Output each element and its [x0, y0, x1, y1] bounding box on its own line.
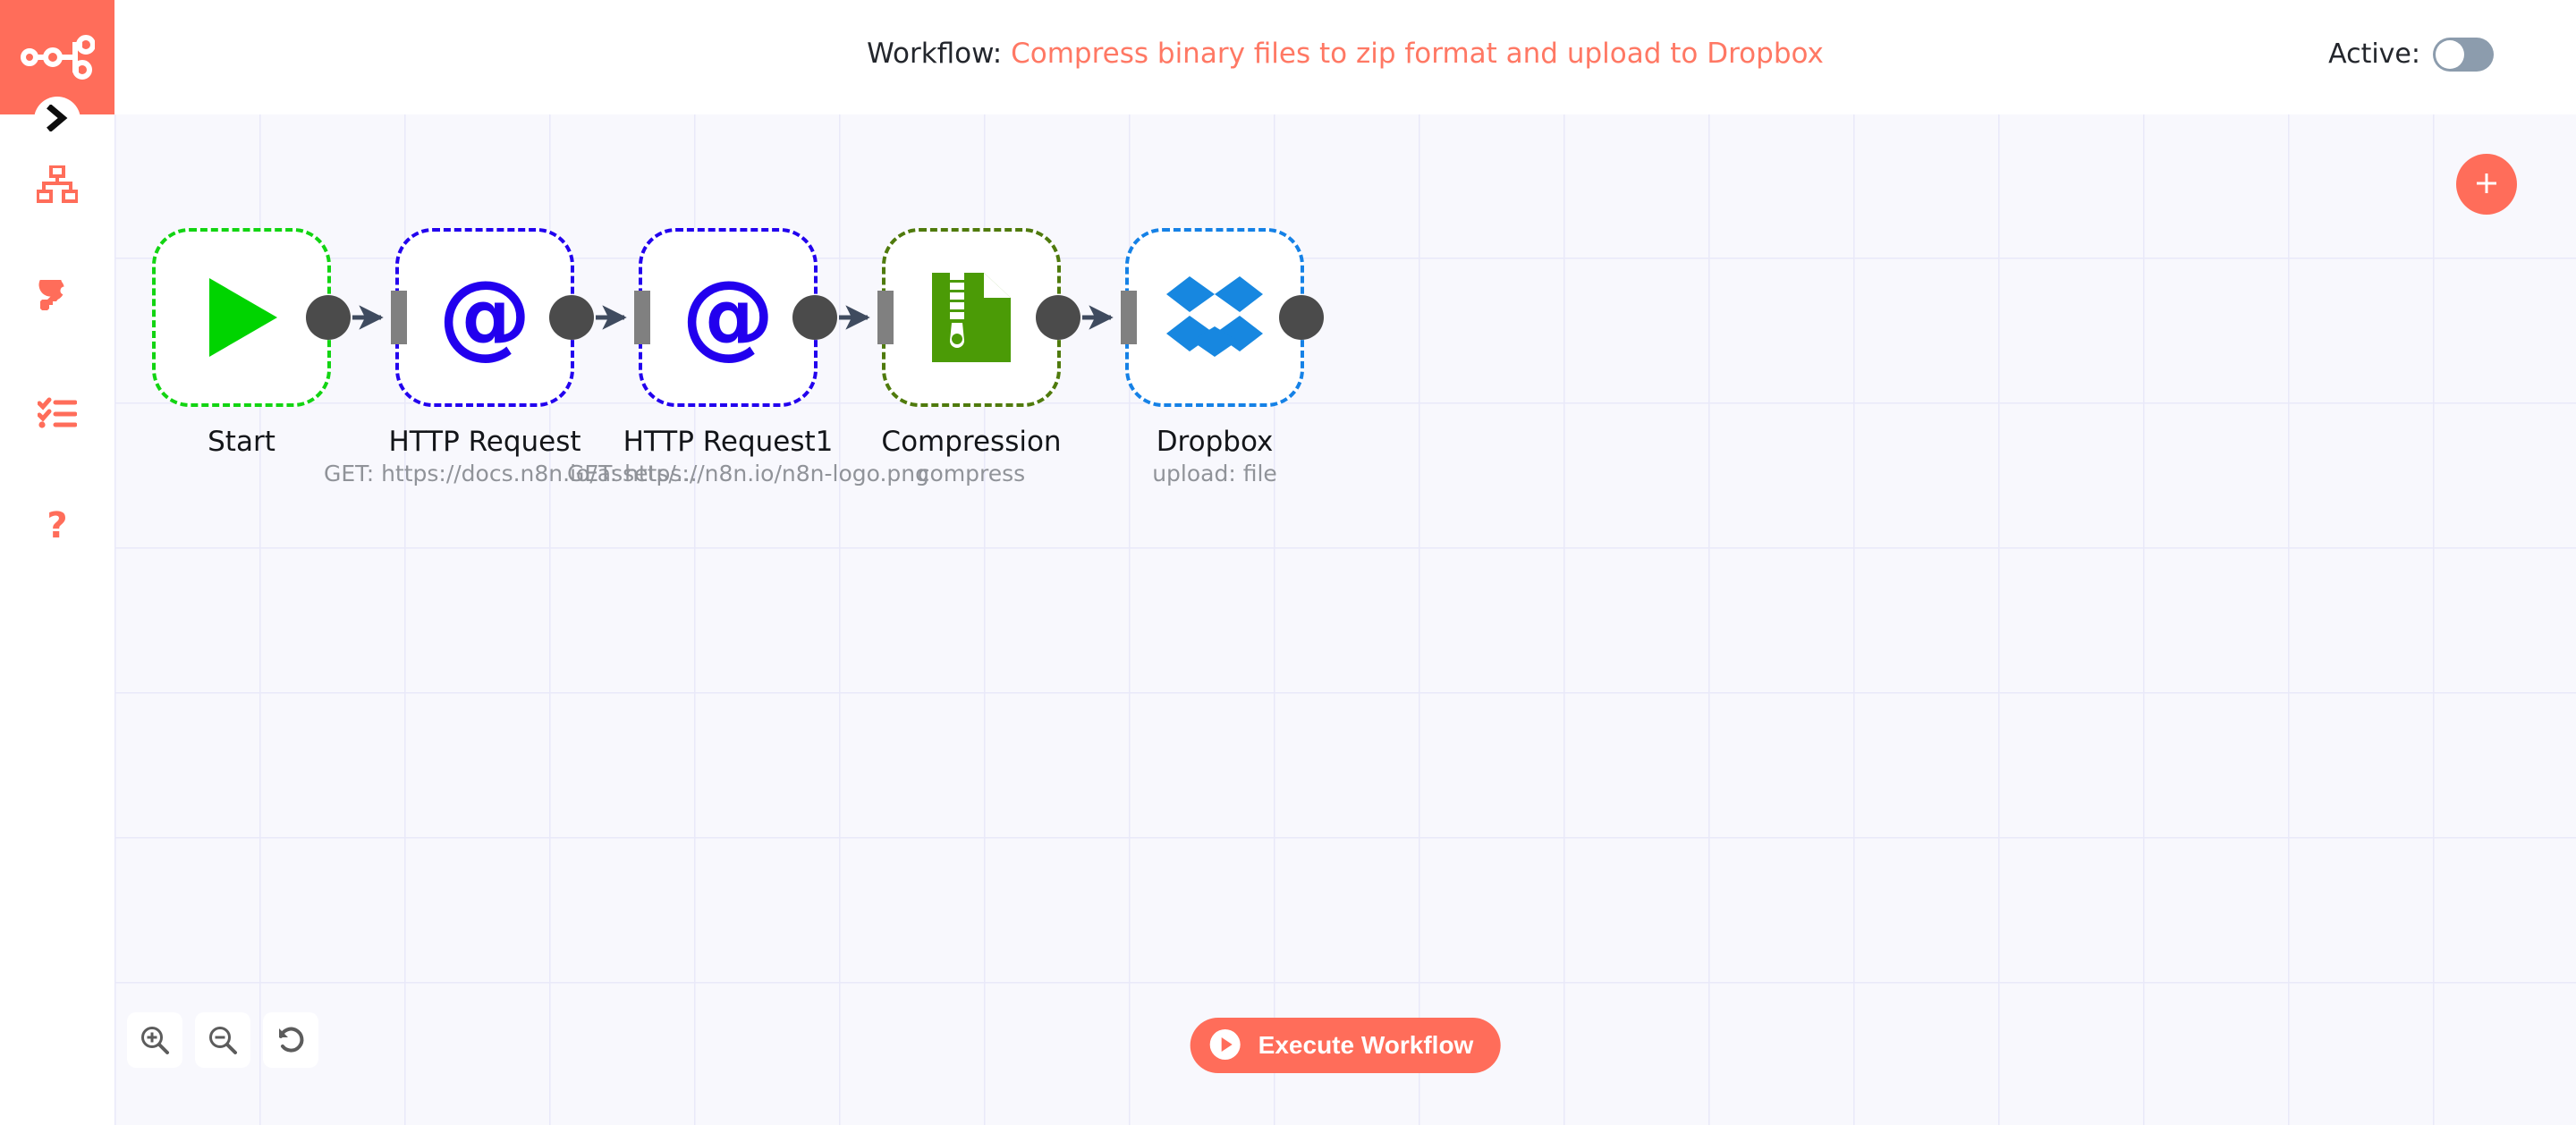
undo-reset-icon [275, 1025, 306, 1055]
node-output-endpoint[interactable] [549, 295, 594, 340]
active-toggle-switch[interactable] [2433, 38, 2494, 72]
node-input-endpoint[interactable] [1121, 291, 1137, 344]
execute-workflow-button[interactable]: Execute Workflow [1190, 1018, 1501, 1073]
tasks-checklist-icon [38, 397, 77, 429]
node-title-http-request: HTTP Request [388, 426, 581, 458]
zoom-out-button[interactable] [195, 1012, 250, 1068]
workflow-name[interactable]: Compress binary files to zip format and … [1011, 38, 1824, 70]
active-label: Active: [2328, 38, 2420, 70]
question-mark-icon: ? [43, 507, 72, 548]
sidebar-item-workflows[interactable] [0, 150, 114, 218]
workflow-node-dropbox[interactable]: Dropbox upload: file [1121, 228, 1324, 489]
key-icon [38, 280, 76, 317]
sidebar: ? [0, 0, 114, 1125]
n8n-logo-icon [20, 32, 95, 82]
node-input-endpoint[interactable] [877, 291, 894, 344]
workflow-label: Workflow: [867, 38, 1003, 70]
add-node-button[interactable] [2456, 154, 2517, 215]
at-sign-icon: @ [682, 268, 775, 367]
node-box-http-request1[interactable]: @ [634, 228, 837, 407]
zoom-in-icon [140, 1025, 170, 1055]
canvas-zoom-controls [127, 1012, 318, 1068]
active-toggle-group: Active: [2328, 36, 2494, 73]
node-subtitle-http-request1: GET: https://n8n.io/n8n-logo.png [567, 461, 929, 486]
node-output-endpoint[interactable] [1036, 295, 1080, 340]
node-box-http-request[interactable]: @ [391, 228, 594, 407]
execute-workflow-label: Execute Workflow [1258, 1031, 1474, 1059]
node-subtitle-dropbox: upload: file [1152, 461, 1277, 486]
sidebar-item-executions[interactable] [0, 379, 114, 447]
play-triangle-icon [209, 278, 277, 357]
play-circle-icon [1208, 1028, 1242, 1064]
node-subtitle-compression: compress [917, 461, 1026, 486]
node-input-endpoint[interactable] [634, 291, 650, 344]
workflow-node-compression[interactable]: Compression compress [877, 228, 1080, 489]
node-output-endpoint[interactable] [306, 295, 351, 340]
svg-text:?: ? [47, 507, 67, 546]
node-title-http-request1: HTTP Request1 [623, 426, 834, 458]
zip-file-icon [932, 273, 1011, 362]
reset-zoom-button[interactable] [263, 1012, 318, 1068]
sidebar-item-help[interactable]: ? [0, 494, 114, 562]
sidebar-expand-button[interactable] [34, 97, 80, 143]
node-box-dropbox[interactable] [1121, 228, 1324, 407]
dropbox-logo-icon [1166, 276, 1263, 357]
workflow-header: Workflow: Compress binary files to zip f… [114, 0, 2576, 114]
node-subtitle-http-request: GET: https://docs.n8n.io/assets/... [324, 461, 698, 486]
zoom-out-icon [208, 1025, 238, 1055]
sitemap-icon [37, 165, 78, 203]
n8n-logo-button[interactable] [0, 0, 114, 114]
sidebar-item-credentials[interactable] [0, 265, 114, 333]
node-title-dropbox: Dropbox [1156, 426, 1274, 458]
chevron-right-icon [46, 104, 69, 135]
node-title-start: Start [208, 426, 275, 458]
toggle-knob [2436, 40, 2464, 69]
svg-text:@: @ [438, 268, 531, 367]
node-input-endpoint[interactable] [391, 291, 407, 344]
zoom-in-button[interactable] [127, 1012, 182, 1068]
plus-icon [2473, 170, 2500, 199]
at-sign-icon: @ [438, 268, 531, 367]
node-output-endpoint[interactable] [792, 295, 837, 340]
workflow-node-start[interactable]: Start [152, 228, 351, 459]
svg-text:@: @ [682, 268, 775, 367]
node-box-start[interactable] [152, 228, 351, 407]
node-title-compression: Compression [881, 426, 1062, 458]
workflow-title: Workflow: Compress binary files to zip f… [114, 36, 2576, 72]
node-box-compression[interactable] [877, 228, 1080, 407]
node-output-endpoint[interactable] [1279, 295, 1324, 340]
